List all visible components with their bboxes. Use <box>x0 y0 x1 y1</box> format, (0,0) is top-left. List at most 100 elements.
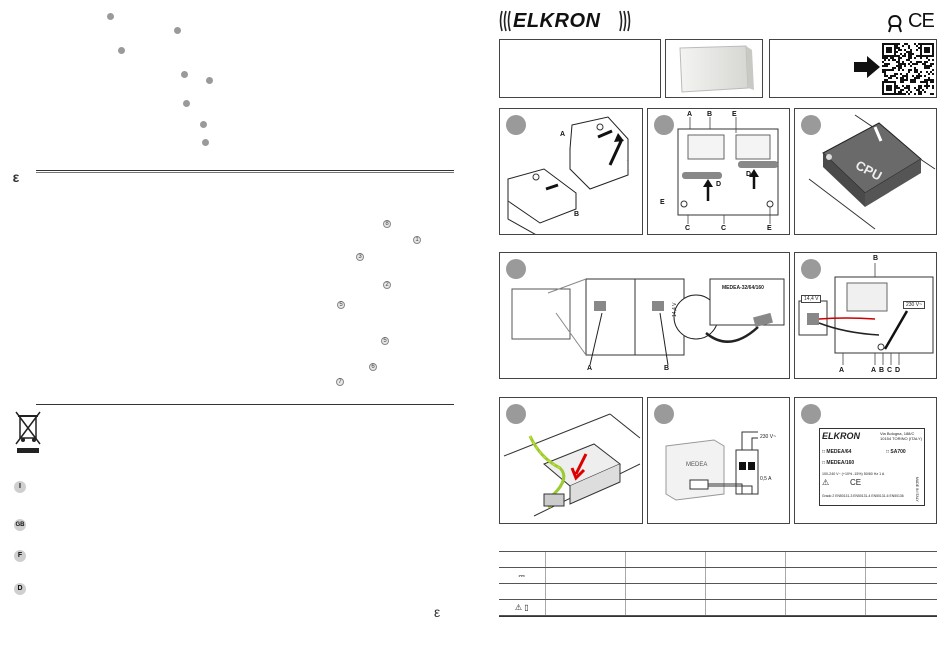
callout-c: C <box>685 225 691 232</box>
option-text: SA700 <box>890 449 906 455</box>
step-ref: 1 <box>413 236 421 244</box>
elkron-logo: ELKRON <box>499 8 632 34</box>
callout-b: B <box>707 111 713 118</box>
qr-panel <box>769 39 937 98</box>
step-ref: 7 <box>336 378 344 386</box>
step-number-badge <box>506 404 526 424</box>
callout-c: C <box>887 367 893 374</box>
step-number-badge <box>801 404 821 424</box>
callout-a: A <box>839 367 845 374</box>
bullet-dot <box>200 121 207 128</box>
label-address: 10154 TORINO (ITALY) <box>880 436 922 441</box>
logo-stripes-icon <box>499 10 631 32</box>
label-side: MADE IN ITALY <box>915 477 919 502</box>
option-medea64: □ MEDEA/64 <box>822 449 852 455</box>
step-7-panel: MEDEA 230 V~ 0,5 A <box>647 397 790 524</box>
epsilon-mark: ε <box>12 169 20 185</box>
callout-b: B <box>879 367 885 374</box>
callout-d: D <box>746 171 752 178</box>
language-badge-gb: GB <box>14 519 26 531</box>
board-label: MEDEA-32/64/160 <box>722 285 764 291</box>
step-1-drawing <box>507 116 629 234</box>
bullet-dot <box>181 71 188 78</box>
step-3-panel: CPU <box>794 108 937 235</box>
callout-e: E <box>767 225 772 232</box>
enclosure-photo <box>679 45 754 93</box>
callout-a: A <box>687 111 693 118</box>
step-ref: 5 <box>337 301 345 309</box>
section-divider <box>36 172 454 173</box>
dc-symbol-icon: ⎓ <box>499 567 545 584</box>
step-ref: 8 <box>383 220 391 228</box>
spec-table: ⎓ ⚠ ▯ <box>499 551 937 616</box>
option-sa700: □ SA700 <box>886 449 906 455</box>
table-row <box>499 551 937 568</box>
step-5-drawing <box>798 263 934 365</box>
callout-b: B <box>664 365 670 372</box>
step-ref: 6 <box>369 363 377 371</box>
step-2-drawing <box>677 117 779 224</box>
arrow-right-icon <box>854 56 880 78</box>
section-divider <box>36 404 454 405</box>
bullet-dot <box>107 13 114 20</box>
qr-code <box>882 43 934 95</box>
callout-c: C <box>721 225 727 232</box>
warning-manual-icon: ⚠ ▯ <box>499 599 545 616</box>
callout-a: A <box>560 131 566 138</box>
label-brand: ELKRON <box>822 431 860 441</box>
weee-bin-icon <box>15 411 41 453</box>
callout-b: B <box>873 255 879 262</box>
step-4-drawing <box>511 278 785 366</box>
language-badge-i: I <box>14 481 26 493</box>
step-ref: 3 <box>356 253 364 261</box>
label-spec: 100-240 V~ (+10% -15%) 50/60 Hz 1 A <box>822 472 885 476</box>
table-row: ⎓ <box>499 567 937 584</box>
voltage-box-left: 14,4 V <box>801 295 822 303</box>
label-spec: Grado 2 EN50131-3 EN50131-4 EN50131-6 EN… <box>822 494 904 498</box>
step-3-drawing <box>808 114 936 230</box>
product-photo-panel <box>665 39 763 98</box>
language-badge-d: D <box>14 583 26 595</box>
option-text: MEDEA/160 <box>826 460 855 466</box>
step-number-badge <box>654 115 674 135</box>
language-badge-f: F <box>14 550 26 562</box>
recycle-mark-icon <box>888 15 902 33</box>
ce-mark: CE <box>908 10 935 32</box>
top-text-panel <box>499 39 661 98</box>
callout-a: A <box>587 365 593 372</box>
callout-a: A <box>871 367 877 374</box>
epsilon-mark: ε <box>434 604 441 620</box>
voltage-box-right: 230 V~ <box>903 301 925 309</box>
step-number-badge <box>506 115 526 135</box>
mains-label: 230 V~ <box>760 434 776 440</box>
step-ref: 2 <box>383 281 391 289</box>
step-4-panel: MEDEA-32/64/160 14,4 V A B <box>499 252 790 379</box>
step-6-panel <box>499 397 643 524</box>
callout-e: E <box>660 199 665 206</box>
bullet-dot <box>206 77 213 84</box>
callout-d: D <box>716 181 722 188</box>
label-ce: CE <box>850 478 862 487</box>
step-number-badge <box>506 259 526 279</box>
breaker-label: 0,5 A <box>760 476 772 482</box>
step-8-panel: ELKRON Via Bologna, 188/C 10154 TORINO (… <box>794 397 937 524</box>
section-divider <box>36 170 454 171</box>
voltage-vertical-label: 14,4 V <box>672 302 678 317</box>
step-1-panel: A B <box>499 108 643 235</box>
step-ref: 5 <box>381 337 389 345</box>
rating-label: ELKRON Via Bologna, 188/C 10154 TORINO (… <box>819 428 925 506</box>
step-number-badge <box>801 115 821 135</box>
option-medea160: □ MEDEA/160 <box>822 460 855 466</box>
step-2-panel: A B E D D E C C E <box>647 108 790 235</box>
callout-b: B <box>574 211 580 218</box>
callout-e: E <box>732 111 737 118</box>
warning-icon: ⚠ <box>822 478 830 487</box>
step-number-badge <box>654 404 674 424</box>
step-7-drawing <box>665 431 759 501</box>
step-5-panel: 14,4 V 230 V~ B A A B C D <box>794 252 937 379</box>
step-6-drawing <box>503 413 641 517</box>
bottom-rule <box>499 616 937 617</box>
bullet-dot <box>174 27 181 34</box>
option-text: MEDEA/64 <box>826 449 852 455</box>
label-address: Via Bologna, 188/C <box>880 431 915 436</box>
